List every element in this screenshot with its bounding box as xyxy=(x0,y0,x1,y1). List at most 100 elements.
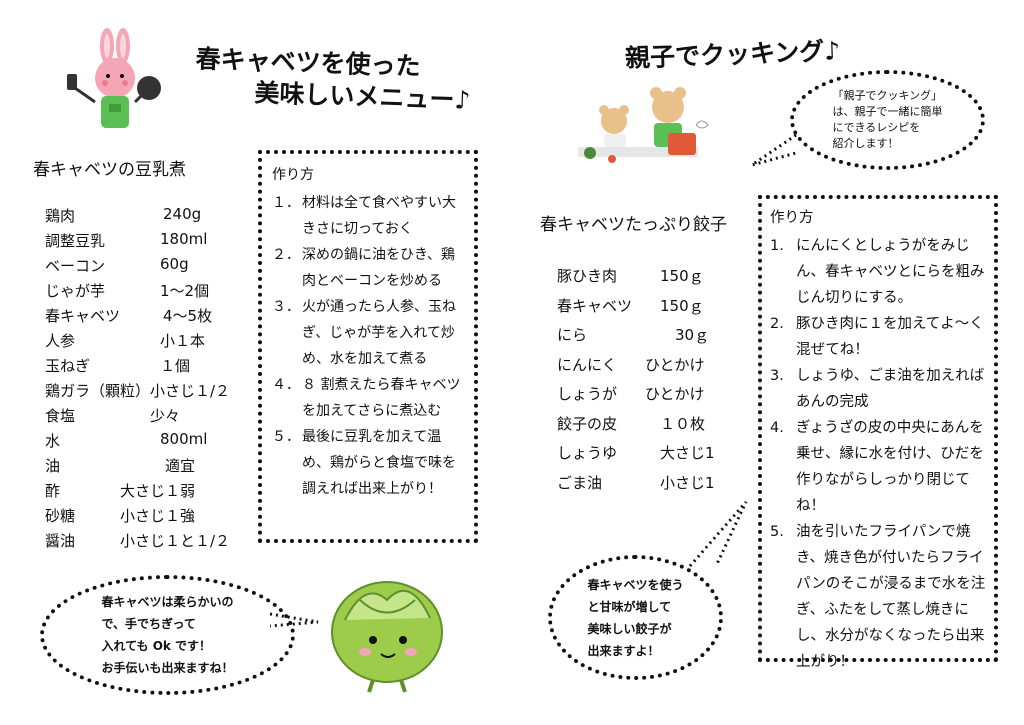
step-text: にんにくとしょうがをみじん、春キャベツとにらを粗みじん切りにする。 xyxy=(796,238,985,306)
ingredient-amount: 小１本 xyxy=(160,332,206,350)
tip-line: で、手でちぎって xyxy=(101,617,196,631)
gyoza-dish-name: 春キャベツたっぷり餃子 xyxy=(540,215,727,235)
step-text: 最後に豆乳を加えて温め、鶏がらと食塩で味を調えれば出来上がり！ xyxy=(302,429,456,497)
step-number: ４． xyxy=(272,377,300,393)
intro-text: 「親子でクッキング」は、親子で一緒に簡単にできるレシピを紹介します！ xyxy=(833,88,943,152)
step-number: ２． xyxy=(272,247,300,263)
title-line-2: 美味しいメニュー♪ xyxy=(254,78,471,115)
ingredient-amount: 大さじ１弱 xyxy=(120,482,196,500)
ingredient-amount: 30ｇ xyxy=(675,326,710,344)
ingredient-amount: 150ｇ xyxy=(660,267,704,285)
tip-line: 入れても Ok です！ xyxy=(101,639,212,653)
method-step: １．材料は全て食べやすい大きさに切っておく xyxy=(272,190,466,242)
intro-bubble: 「親子でクッキング」は、親子で一緒に簡単にできるレシピを紹介します！ xyxy=(790,70,985,170)
step-text: 深めの鍋に油をひき、鶏肉とベーコンを炒める xyxy=(302,247,456,289)
ingredient-name: にら xyxy=(557,326,588,344)
step-number: 1. xyxy=(770,238,784,254)
ingredient-name: 鶏ガラ（顆粒） xyxy=(45,382,151,400)
right-bubble-tail xyxy=(688,501,748,567)
step-number: 2. xyxy=(770,316,784,332)
tip-line: 春キャベツを使う xyxy=(587,577,684,592)
method-step: 5.油を引いたフライパンで焼き、焼き色が付いたらフライパンのそこが浸るまで水を注… xyxy=(770,519,986,675)
step-text: 火が通ったら人参、玉ねぎ、じゃが芋を入れて炒め、水を加えて煮る xyxy=(302,299,456,367)
ingredient-amount: 大さじ1 xyxy=(660,444,715,462)
left-tip-bubble: 春キャベツは柔らかいので、手でちぎって入れても Ok です！ お手伝いも出来ますね… xyxy=(40,575,295,695)
bears-cooking-illustration xyxy=(578,87,709,163)
method-step: ２．深めの鍋に油をひき、鶏肉とベーコンを炒める xyxy=(272,242,466,294)
right-method-box: 作り方 1.にんにくとしょうがをみじん、春キャベツとにらを粗みじん切りにする。2… xyxy=(758,195,998,670)
ingredient-name: 砂糖 xyxy=(45,507,76,525)
step-number: ３． xyxy=(272,299,300,315)
left-tip-text: 春キャベツは柔らかいので、手でちぎって入れても Ok です！ お手伝いも出来ますね… xyxy=(101,591,233,679)
ingredient-amount: ひとかけ xyxy=(645,355,705,374)
step-number: ５． xyxy=(272,429,300,445)
right-tip-text: 春キャベツを使うと甘味が増して美味しい餃子が出来ますよ！ xyxy=(587,574,683,662)
left-bubble-tail xyxy=(270,612,319,628)
ingredient-amount: 4～5枚 xyxy=(163,307,213,325)
right-page-title: 親子でクッキング♪ xyxy=(624,36,841,73)
ingredient-name: 玉ねぎ xyxy=(45,357,91,375)
ingredient-amount: 適宜 xyxy=(165,457,196,475)
ingredient-name: 人参 xyxy=(45,332,76,350)
method-step: 4. ぎょうざの皮の中央にあんを乗せ、縁に水を付け、ひだを作りながらしっかり閉じて… xyxy=(770,415,986,519)
ingredient-name: 餃子の皮 xyxy=(557,414,618,433)
title-line-1: 春キャベツを使った xyxy=(195,44,422,82)
ingredient-name: 鶏肉 xyxy=(45,207,76,225)
step-number: 3. xyxy=(770,368,784,384)
ingredient-name: 春キャベツ xyxy=(45,307,121,325)
ingredient-amount: 小さじ１/２ xyxy=(150,382,231,400)
intro-line: 「親子でクッキング」 xyxy=(832,89,943,102)
ingredient-name: にんにく xyxy=(557,355,617,374)
ingredient-name: ベーコン xyxy=(45,257,106,275)
step-text: しょうゆ、ごま油を加えればあんの完成 xyxy=(796,368,985,410)
method-step: 2.豚ひき肉に１を加えてよ～く混ぜてね！ xyxy=(770,311,986,363)
ingredient-name: 酢 xyxy=(45,482,61,500)
ingredient-amount: 少々 xyxy=(150,407,181,425)
left-ingredient-list: 鶏肉 240g 調整豆乳 180ml ベーコン 60g じゃが芋 1～2個春キャベツ 4～5枚人… xyxy=(45,205,260,565)
step-text: 油を引いたフライパンで焼き、焼き色が付いたらフライパンのそこが浸るまで水を注ぎ、… xyxy=(796,524,986,670)
method-step: ５．最後に豆乳を加えて温め、鶏がらと食塩で味を調えれば出来上がり！ xyxy=(272,424,466,502)
method-step: 1. にんにくとしょうがをみじん、春キャベツとにらを粗みじん切りにする。 xyxy=(770,233,986,311)
right-steps-list: 1. にんにくとしょうがをみじん、春キャベツとにらを粗みじん切りにする。2.豚ひき… xyxy=(770,233,986,675)
ingredient-amount: ひとかけ xyxy=(645,385,705,403)
ingredient-amount: １０枚 xyxy=(660,414,706,433)
intro-line: 紹介します！ xyxy=(832,137,899,150)
method-step: ３．火が通ったら人参、玉ねぎ、じゃが芋を入れて炒め、水を加えて煮る xyxy=(272,294,466,372)
step-text: ぎょうざの皮の中央にあんを乗せ、縁に水を付け、ひだを作りながらしっかり閉じてね！ xyxy=(796,420,984,514)
rabbit-cooking-illustration xyxy=(67,28,161,128)
right-tip-bubble: 春キャベツを使うと甘味が増して美味しい餃子が出来ますよ！ xyxy=(548,555,723,680)
right-method-heading: 作り方 xyxy=(770,210,814,226)
ingredient-name: ごま油 xyxy=(557,473,603,492)
ingredient-amount: 800ml xyxy=(160,430,208,448)
ingredient-amount: 小さじ１強 xyxy=(120,507,196,525)
ingredient-amount: 150ｇ xyxy=(660,296,704,315)
step-text: ８ 割煮えたら春キャベツを加えてさらに煮込む xyxy=(302,377,461,419)
ingredient-name: 油 xyxy=(45,457,61,475)
ingredient-amount: 60g xyxy=(160,255,189,273)
ingredient-amount: 1～2個 xyxy=(160,282,210,300)
method-step: ４．８ 割煮えたら春キャベツを加えてさらに煮込む xyxy=(272,372,466,424)
tip-line: お手伝いも出来ますね！ xyxy=(101,661,234,675)
method-step: 3. しょうゆ、ごま油を加えればあんの完成 xyxy=(770,363,986,415)
tip-line: 美味しい餃子が xyxy=(587,621,672,636)
ingredient-amount: 小さじ1 xyxy=(660,473,715,492)
tip-line: 春キャベツは柔らかいの xyxy=(101,595,234,609)
cabbage-character-illustration xyxy=(331,581,443,693)
ingredient-amount: 180ml xyxy=(160,230,208,248)
intro-line: にできるレシピを xyxy=(832,121,921,134)
ingredient-name: じゃが芋 xyxy=(45,282,106,300)
ingredient-name: しょうゆ xyxy=(557,444,618,462)
left-method-heading: 作り方 xyxy=(272,167,314,183)
step-number: １． xyxy=(272,195,300,211)
ingredient-name: 調整豆乳 xyxy=(45,232,106,250)
intro-bubble-tail xyxy=(751,133,797,167)
ingredient-name: しょうが xyxy=(557,385,618,403)
ingredient-name: 豚ひき肉 xyxy=(557,267,618,285)
intro-line: は、親子で一緒に簡単 xyxy=(832,105,943,118)
ingredient-amount: 240g xyxy=(163,205,202,223)
ingredient-name: 水 xyxy=(45,432,61,450)
step-number: 4. xyxy=(770,420,784,436)
